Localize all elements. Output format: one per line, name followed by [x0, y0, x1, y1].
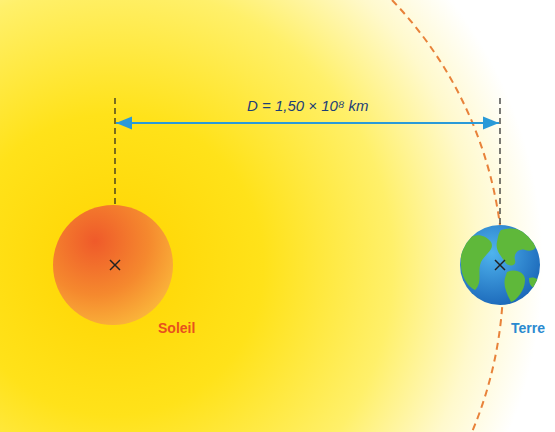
- earth-orbit: [392, 0, 503, 432]
- distance-label: D = 1,50 × 10⁸ km: [244, 97, 372, 114]
- distance-arrow: [116, 122, 499, 124]
- body-name: Soleil: [158, 320, 195, 336]
- earth-node: Terre: [455, 220, 555, 345]
- sun-node-picture: [50, 200, 180, 330]
- dimension-label-holder: D = 1,50 × 10⁸ km: [244, 97, 372, 115]
- body-name: Terre: [511, 320, 545, 336]
- sun-node: Soleil: [50, 200, 220, 340]
- earth-node-picture: [455, 220, 547, 312]
